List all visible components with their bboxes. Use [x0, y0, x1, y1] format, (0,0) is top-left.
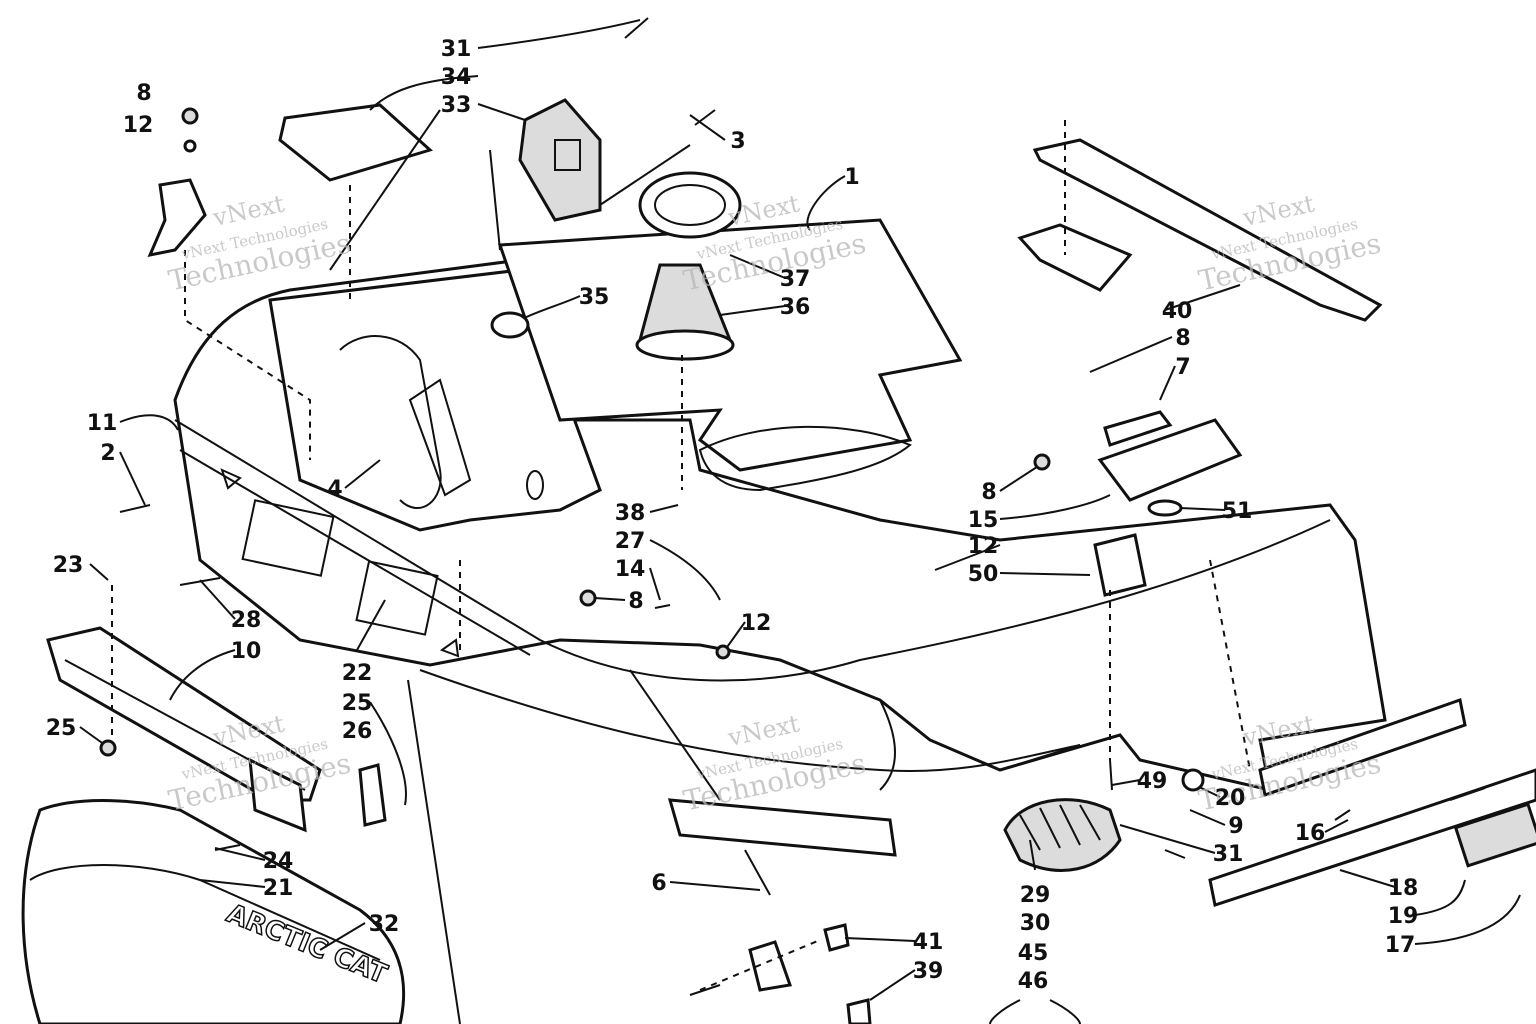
callout-c14: 14 [615, 557, 646, 582]
callout-c8a: 8 [136, 81, 151, 106]
callout-c21: 21 [263, 876, 294, 901]
fasteners [99, 17, 1486, 996]
bellows-boot [635, 263, 735, 361]
lower-brackets [748, 923, 872, 1024]
callout-c41: 41 [913, 930, 944, 955]
callout-c7: 7 [1175, 355, 1190, 380]
callout-c29: 29 [1020, 883, 1051, 908]
rear-rails [1208, 698, 1536, 907]
callout-c40: 40 [1162, 299, 1193, 324]
washer-12-top [183, 139, 197, 153]
callout-c38: 38 [615, 501, 646, 526]
hinge-bracket [248, 757, 387, 833]
mount-bracket [1097, 410, 1243, 502]
callout-c10: 10 [231, 639, 262, 664]
callout-c3: 3 [730, 129, 745, 154]
rear-bellows [1003, 798, 1122, 872]
leader-lines [79, 19, 1521, 1024]
washer-12-mid [715, 644, 731, 660]
callout-c36: 36 [780, 295, 811, 320]
callout-c11: 11 [87, 411, 118, 436]
callout-c22: 22 [342, 661, 373, 686]
callout-c49: 49 [1137, 769, 1168, 794]
callout-c25a: 25 [342, 691, 373, 716]
callout-c51: 51 [1222, 499, 1253, 524]
callout-c37: 37 [780, 267, 811, 292]
nut-8-mid [579, 589, 597, 607]
clip [1093, 533, 1147, 597]
callout-c19: 19 [1388, 904, 1419, 929]
callout-c25b: 25 [46, 716, 77, 741]
callout-c8c: 8 [981, 480, 996, 505]
callout-c27: 27 [615, 529, 646, 554]
nut-8-right [1033, 453, 1051, 471]
callout-c12a: 12 [123, 113, 154, 138]
callout-c33: 33 [441, 93, 472, 118]
steering-ring [638, 171, 742, 239]
callout-c20: 20 [1215, 786, 1246, 811]
callout-c16: 16 [1295, 821, 1326, 846]
callout-c31b: 31 [1213, 842, 1244, 867]
callout-c17: 17 [1385, 933, 1416, 958]
callout-c50: 50 [968, 562, 999, 587]
callout-c34: 34 [441, 65, 472, 90]
callout-c8b: 8 [1175, 326, 1190, 351]
grommet-20 [1181, 768, 1205, 792]
callout-c46: 46 [1018, 969, 1049, 994]
hood: ARCTIC CAT [21, 799, 406, 1024]
shift-boot-bracket [518, 98, 602, 222]
callout-c8d: 8 [628, 589, 643, 614]
callout-c35: 35 [579, 285, 610, 310]
callout-c6: 6 [651, 871, 666, 896]
callout-c24: 24 [263, 849, 294, 874]
side-rail [1017, 138, 1383, 322]
nut-25 [99, 739, 117, 757]
callout-c32: 32 [369, 912, 400, 937]
callout-c26: 26 [342, 719, 373, 744]
callout-c30: 30 [1020, 911, 1051, 936]
callout-c23: 23 [53, 553, 84, 578]
callout-c12c: 12 [741, 611, 772, 636]
front-cross-piece [667, 798, 897, 857]
ring-35 [490, 311, 530, 339]
seat-base [278, 103, 433, 182]
nut-8-top [181, 107, 199, 125]
callout-c9: 9 [1228, 814, 1243, 839]
ring-51 [1147, 499, 1183, 517]
callout-c39: 39 [913, 959, 944, 984]
callout-c4: 4 [327, 477, 342, 502]
callout-c1: 1 [844, 165, 859, 190]
callout-c31a: 31 [441, 37, 472, 62]
callout-c18: 18 [1388, 876, 1419, 901]
callout-c2: 2 [100, 441, 115, 466]
callout-c15: 15 [968, 508, 999, 533]
callout-c45: 45 [1018, 941, 1049, 966]
callout-c28: 28 [231, 608, 262, 633]
callout-c12b: 12 [968, 534, 999, 559]
z-bracket [147, 178, 207, 258]
